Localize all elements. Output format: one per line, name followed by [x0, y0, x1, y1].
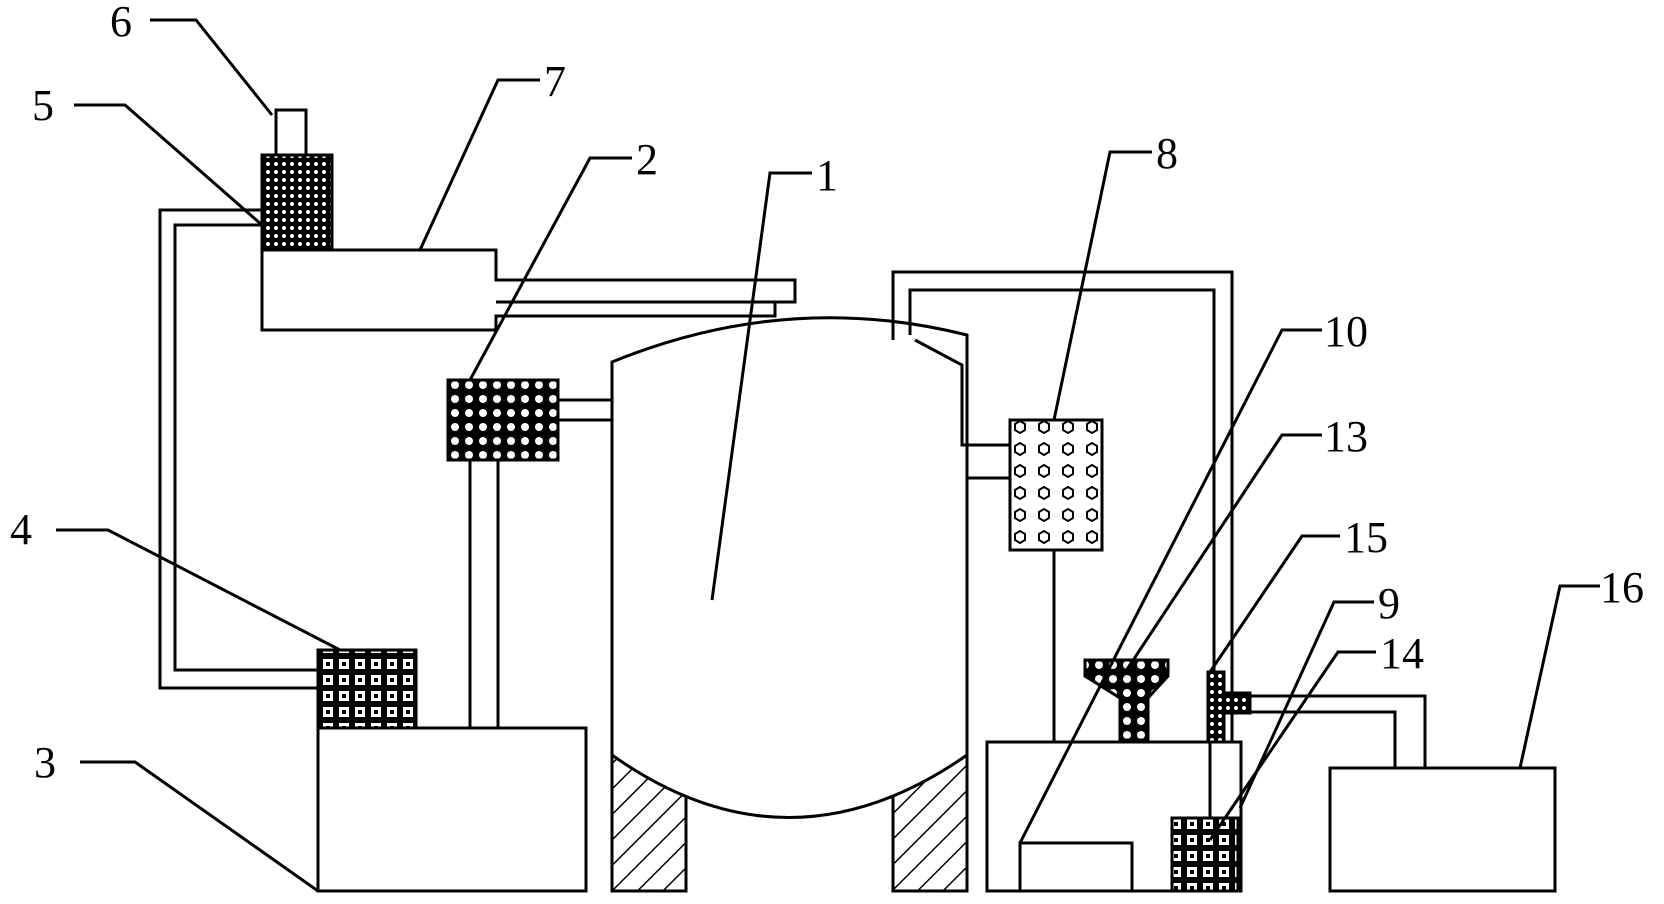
leader-16	[1518, 584, 1600, 769]
unit-5	[260, 153, 334, 252]
label-14: 14	[1380, 629, 1424, 678]
label-5: 5	[32, 81, 54, 130]
leader-5	[74, 103, 263, 227]
leader-15	[1208, 534, 1340, 673]
label-15: 15	[1344, 513, 1388, 562]
unit-14	[1170, 816, 1240, 893]
pipe-4-5-outer	[158, 208, 318, 690]
label-6: 6	[110, 0, 132, 46]
compartment-10	[1018, 841, 1134, 893]
leader-10	[1018, 328, 1322, 844]
label-7: 7	[544, 57, 566, 106]
label-4: 4	[10, 505, 32, 554]
pipe-3-2-left	[416, 460, 472, 730]
reactor-vessel	[610, 316, 969, 819]
label-2: 2	[636, 135, 658, 184]
pipe-15-connector	[1222, 691, 1252, 715]
leader-4	[56, 528, 341, 652]
tank-16	[1328, 766, 1557, 893]
pipe-15	[1206, 670, 1226, 744]
leader-3	[80, 760, 319, 893]
pipe-2-reactor	[558, 398, 612, 422]
leader-9	[1238, 600, 1374, 809]
leader-1	[710, 171, 812, 601]
label-3: 3	[34, 738, 56, 787]
leader-14	[1208, 650, 1376, 841]
leader-8	[1052, 150, 1152, 421]
leader-6	[150, 18, 274, 116]
unit-13	[1083, 658, 1170, 742]
label-1: 1	[816, 151, 838, 200]
label-13: 13	[1324, 412, 1368, 461]
pipe-3-2-right	[496, 460, 586, 730]
label-16: 16	[1600, 563, 1644, 612]
reactor-outlet	[914, 338, 1010, 447]
leader-13	[1118, 433, 1322, 681]
leader-2	[468, 156, 632, 381]
tank-3	[316, 726, 588, 893]
outlet-6	[274, 108, 308, 155]
vessel-7	[260, 248, 797, 332]
label-9: 9	[1378, 579, 1400, 628]
pipe-frame-outer	[891, 270, 1234, 742]
unit-2	[446, 378, 560, 462]
label-8: 8	[1156, 129, 1178, 178]
unit-8	[1008, 418, 1104, 552]
pipe-4-5-inner	[173, 223, 318, 672]
filter-4	[316, 648, 418, 730]
label-10: 10	[1324, 307, 1368, 356]
leader-7	[418, 78, 540, 251]
pipe-frame-inner	[908, 288, 1216, 742]
